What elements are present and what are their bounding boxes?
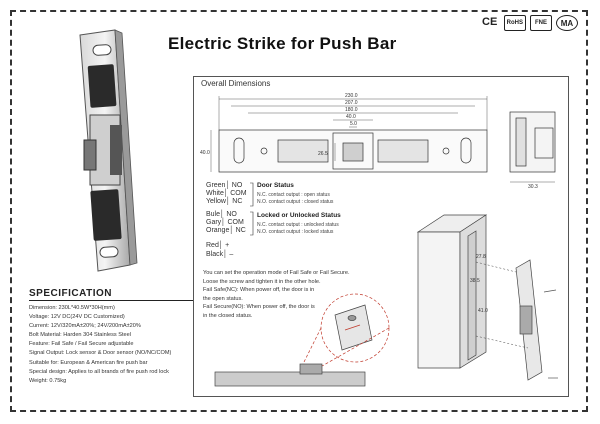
mode-line-3: Fail Safe(NC): When power off, the door … (203, 287, 315, 294)
mode-line-4: the open status. (203, 295, 243, 302)
spec-special: Special design: Applies to all brands of… (29, 368, 169, 375)
dim-iso-c: 41.0 (478, 308, 488, 314)
wire-orange: Orange│ NC (206, 227, 246, 234)
wire-black: Black│ – (206, 251, 234, 258)
spec-weight: Weight: 0.75kg (29, 377, 67, 384)
door-status-title: Door Status (257, 182, 294, 189)
spec-feature: Feature: Fail Safe / Fail Secure adjusta… (29, 341, 134, 348)
page-title: Electric Strike for Push Bar (168, 34, 397, 53)
specification-section: SPECIFICATION Dimension: 230L*40.5W*30H(… (29, 288, 194, 386)
mode-instructions: You can set the operation mode of Fail S… (203, 269, 383, 321)
spec-signal: Signal Output: Lock sensor & Door sensor… (29, 350, 172, 357)
mode-detail-view (214, 293, 390, 387)
dim-40: 40.0 (346, 114, 356, 120)
product-image (79, 29, 138, 272)
lock-status-line-2: N.O. contact output : locked status (257, 229, 334, 235)
side-view (509, 111, 556, 183)
wire-yellow: Yellow│ NC (206, 198, 243, 205)
spec-current: Current: 12V/320mA±20%; 24V/200mA±20% (29, 323, 141, 330)
fne-mark: FNE (530, 15, 552, 31)
spec-dimension: Dimension: 230L*40.5W*30H(mm) (29, 305, 115, 311)
specification-heading: SPECIFICATION (29, 288, 194, 301)
overall-dimensions-heading: Overall Dimensions (201, 79, 271, 88)
rohs-mark: RoHS (503, 15, 526, 31)
wire-green: Green│ NO (206, 182, 243, 189)
overall-dimensions-panel (193, 76, 569, 397)
spec-voltage: Voltage: 12V DC(24V DC Customized) (29, 314, 125, 321)
door-status-line-2: N.O. contact output : closed status (257, 199, 334, 205)
lock-status-title: Locked or Unlocked Status (257, 212, 341, 219)
lock-status-line-1: N.C. contact output : unlocked status (257, 222, 339, 228)
spec-material: Bolt Material: Harden 304 Stainless Stee… (29, 332, 131, 339)
ce-mark: CE (482, 16, 498, 28)
mode-line-2: Loose the screw and tighten it in the ot… (203, 278, 321, 285)
dim-230: 230.0 (345, 93, 358, 99)
dim-180: 180.0 (345, 107, 358, 113)
dim-iso-a: 27.8 (476, 254, 486, 260)
mode-line-5: Fail Secure(NO): When power off, the doo… (203, 304, 315, 311)
front-view (218, 129, 488, 173)
dim-side-depth: 30.3 (528, 184, 538, 190)
ma-mark: MA (556, 15, 578, 31)
wire-white: White│ COM (206, 190, 247, 197)
dim-height-mid: 26.5 (318, 151, 328, 157)
door-frame-view (416, 214, 558, 381)
mode-line-1: You can set the operation mode of Fail S… (203, 270, 350, 276)
dim-height-left: 40.0 (200, 150, 210, 156)
door-status-line-1: N.C. contact output : open status (257, 192, 330, 198)
dashed-border (10, 10, 588, 412)
spec-suitable: Suitable for: European & American fire p… (29, 359, 148, 366)
certification-marks: CE RoHS FNE MA (480, 15, 578, 31)
dim-207: 207.0 (345, 100, 358, 106)
wire-blue: Bule│ NO (206, 211, 237, 218)
mode-line-6: in the closed status. (203, 312, 253, 319)
wire-red: Red│ + (206, 242, 230, 249)
wire-gray: Gary│ COM (206, 219, 244, 226)
dim-5: 5.0 (350, 121, 357, 127)
dim-iso-b: 38.5 (470, 278, 480, 284)
